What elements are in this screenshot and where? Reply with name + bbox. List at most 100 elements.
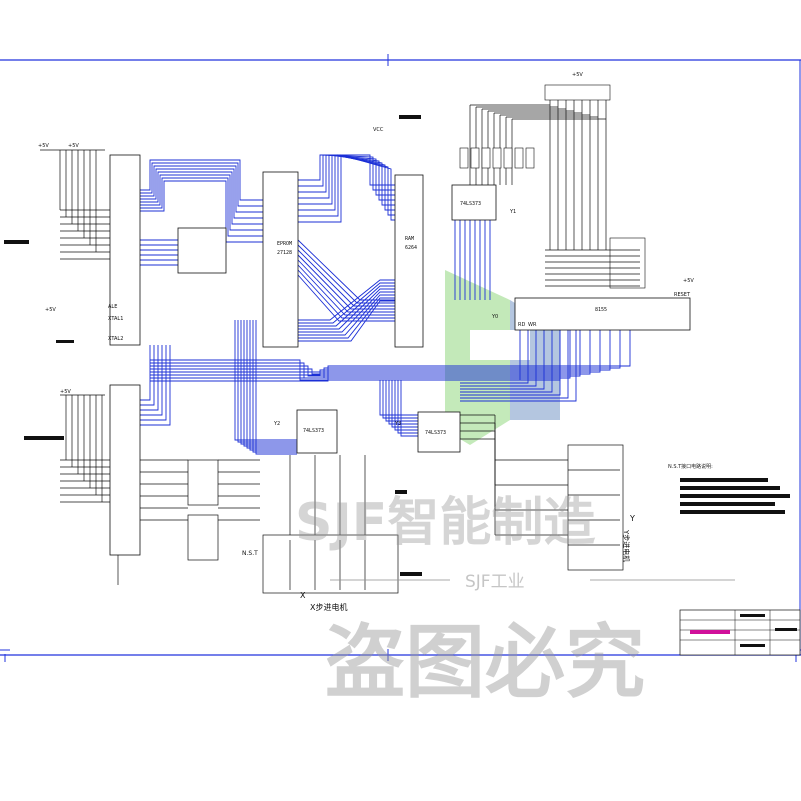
bus-line — [460, 330, 577, 402]
bus-line — [140, 162, 263, 207]
eprom-chip: EPROM 27128 — [262, 171, 299, 348]
latch-top: 74LS373 — [451, 184, 497, 221]
watermark-brand: SJF智能制造 — [295, 493, 595, 553]
bus-line — [298, 300, 395, 342]
bus-line — [140, 159, 263, 201]
bus-line — [298, 154, 395, 211]
ram-label: RAM — [405, 236, 414, 242]
bus-line — [140, 165, 263, 213]
bus-line — [140, 345, 171, 426]
bus-line — [298, 288, 395, 330]
bus-line — [237, 320, 297, 443]
bus-line — [140, 180, 263, 243]
led-segment — [459, 147, 469, 169]
bus-line — [397, 380, 418, 434]
power-label-2: +5V — [68, 143, 79, 149]
bus-line — [298, 279, 395, 321]
bus-line — [240, 320, 297, 445]
pin-xtal2: XTAL2 — [108, 336, 123, 342]
bus-line — [140, 168, 263, 219]
watermark-sub: SJF工业 — [465, 572, 525, 592]
bus-line — [297, 264, 395, 316]
led-segment — [514, 147, 524, 169]
notes-heading: N.S.T接口电路说明: — [668, 463, 713, 470]
bus-line — [150, 330, 631, 382]
y-stepper-label: Y步进电机 — [622, 529, 631, 562]
bus-line — [234, 320, 297, 441]
ppi-label: 8155 — [595, 307, 607, 313]
latch-mid-right-label: 74LS373 — [425, 430, 446, 436]
bus-line — [298, 154, 395, 201]
watermark-warning: 盗图必究 — [325, 616, 645, 709]
switch-block — [609, 237, 646, 289]
bus-line — [388, 380, 418, 425]
pin-xtal1: XTAL1 — [108, 316, 123, 322]
pin-ale: ALE — [108, 304, 117, 310]
bus-line — [460, 330, 553, 393]
bus-line — [460, 330, 529, 384]
bus-line — [150, 330, 591, 375]
notes-block: N.S.T接口电路说明: — [668, 463, 790, 514]
decoder-chip — [177, 227, 227, 274]
bus-line — [297, 254, 395, 310]
bus-line — [252, 320, 297, 453]
led-segment — [481, 147, 491, 169]
ram-chip: RAM 6264 — [394, 174, 424, 348]
bus-line — [140, 174, 263, 231]
bus-line — [140, 171, 263, 225]
y-marker: Y — [629, 514, 635, 523]
bus-line — [298, 294, 395, 336]
bus-line — [298, 154, 395, 196]
led-segment — [492, 147, 502, 169]
x-stepper-label: X步进电机 — [310, 602, 347, 612]
logo-watermark — [445, 270, 560, 445]
bus-line — [150, 330, 601, 373]
bus-line — [249, 320, 297, 451]
bus-line — [298, 154, 395, 186]
eprom-label: EPROM — [277, 241, 292, 247]
led-segment — [470, 147, 480, 169]
bus-line — [382, 380, 418, 419]
bus-line — [460, 330, 537, 387]
mcu-secondary — [109, 384, 141, 556]
led-array — [459, 147, 535, 169]
bus-line — [385, 380, 418, 422]
bus-line — [140, 177, 263, 237]
power-label-3: +5V — [60, 389, 71, 395]
bus-line — [460, 330, 545, 390]
x-marker: X — [300, 591, 306, 600]
bus-line — [298, 282, 395, 324]
bus-line — [460, 330, 521, 381]
bus-line — [297, 274, 395, 322]
bus-line — [391, 380, 418, 428]
redacted-labels — [4, 115, 422, 576]
latch-mid-right: 74LS373 — [417, 411, 461, 453]
bus-line — [297, 249, 395, 307]
bus-line — [298, 154, 395, 191]
bus-line — [150, 330, 611, 376]
bus-line — [140, 345, 159, 411]
vcc-label: VCC — [373, 127, 384, 133]
bus-line — [297, 269, 395, 319]
bus-line — [400, 380, 418, 437]
bus-line — [150, 330, 621, 379]
bus-line — [298, 291, 395, 333]
pin-rd: RD — [518, 322, 525, 328]
bus-line — [255, 320, 297, 455]
address-data-bus — [140, 154, 631, 455]
pin-reset: RESET — [674, 292, 691, 298]
bus-line — [246, 320, 297, 449]
led-segment — [525, 147, 535, 169]
bus-line — [140, 345, 163, 416]
wiring — [40, 100, 640, 590]
y-stepper-driver: Y步进电机 — [567, 444, 631, 571]
bus-line — [140, 345, 155, 406]
power-label-1: +5V — [38, 143, 49, 149]
x-stepper-driver: X步进电机 — [262, 534, 399, 612]
power-label-6: +5V — [45, 307, 56, 313]
bus-line — [298, 154, 395, 223]
drawing-frame — [0, 54, 801, 662]
bus-line — [460, 330, 561, 396]
power-label-4: +5V — [572, 72, 583, 78]
